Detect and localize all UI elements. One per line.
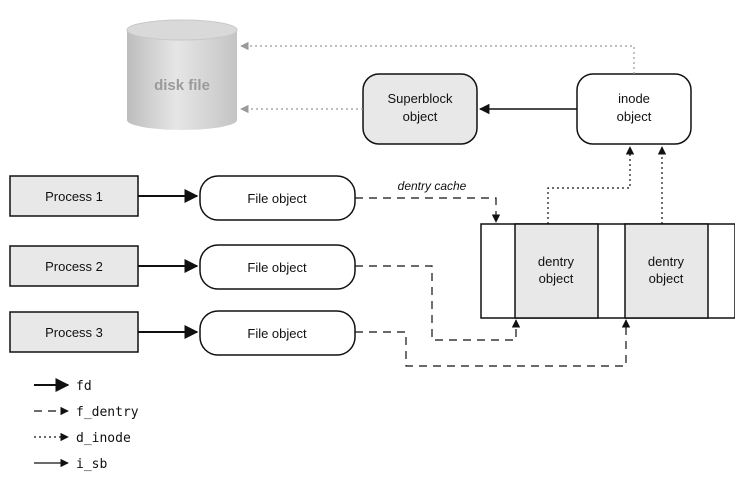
legend-label: f_dentry [76,405,139,420]
legend-item-f-dentry: f_dentry [34,405,139,420]
dentry-object-1: dentry object [538,254,575,286]
file-object-label: File object [247,191,307,206]
disk-file-label: disk file [154,77,210,94]
file-object-1: File object [199,175,356,221]
process-box-1: Process 1 [9,175,139,217]
legend-label: i_sb [76,457,107,472]
superblock-label-line1: Superblock [387,91,453,106]
legend-label: fd [76,379,92,394]
process-label: Process 2 [45,259,103,274]
file-object-2: File object [199,244,356,290]
process-label: Process 3 [45,325,103,340]
file-object-label: File object [247,326,307,341]
disk-file-cylinder: disk file [126,19,238,130]
d-inode-arrow [547,146,635,224]
file-object-3: File object [199,310,356,356]
inode-object: inode object [576,73,692,145]
legend-label: d_inode [76,431,131,446]
dentry-cache-strip [480,223,735,319]
dentry-label-line1: dentry [648,254,685,269]
f-dentry-arrow [355,319,631,367]
inode-label-line1: inode [618,91,650,106]
inode-to-disk-arrow [240,41,635,74]
dentry-label-line2: object [649,271,684,286]
f-dentry-arrow [355,265,521,341]
dentry-label-line1: dentry [538,254,575,269]
legend-item-i-sb: i_sb [34,457,107,472]
process-box-3: Process 3 [9,311,139,353]
dentry-label-line2: object [539,271,574,286]
process-box-2: Process 2 [9,245,139,287]
dentry-object-2: dentry object [648,254,685,286]
file-object-label: File object [247,260,307,275]
legend-item-d-inode: d_inode [34,431,131,446]
superblock-label-line2: object [403,109,438,124]
f-dentry-arrow [355,197,501,223]
dentry-cache-label: dentry cache [398,179,467,193]
superblock-object: Superblock object [362,73,478,145]
legend: fd f_dentry d_inode i_sb [34,378,139,472]
process-label: Process 1 [45,189,103,204]
legend-item-fd: fd [34,378,92,394]
inode-label-line2: object [617,109,652,124]
